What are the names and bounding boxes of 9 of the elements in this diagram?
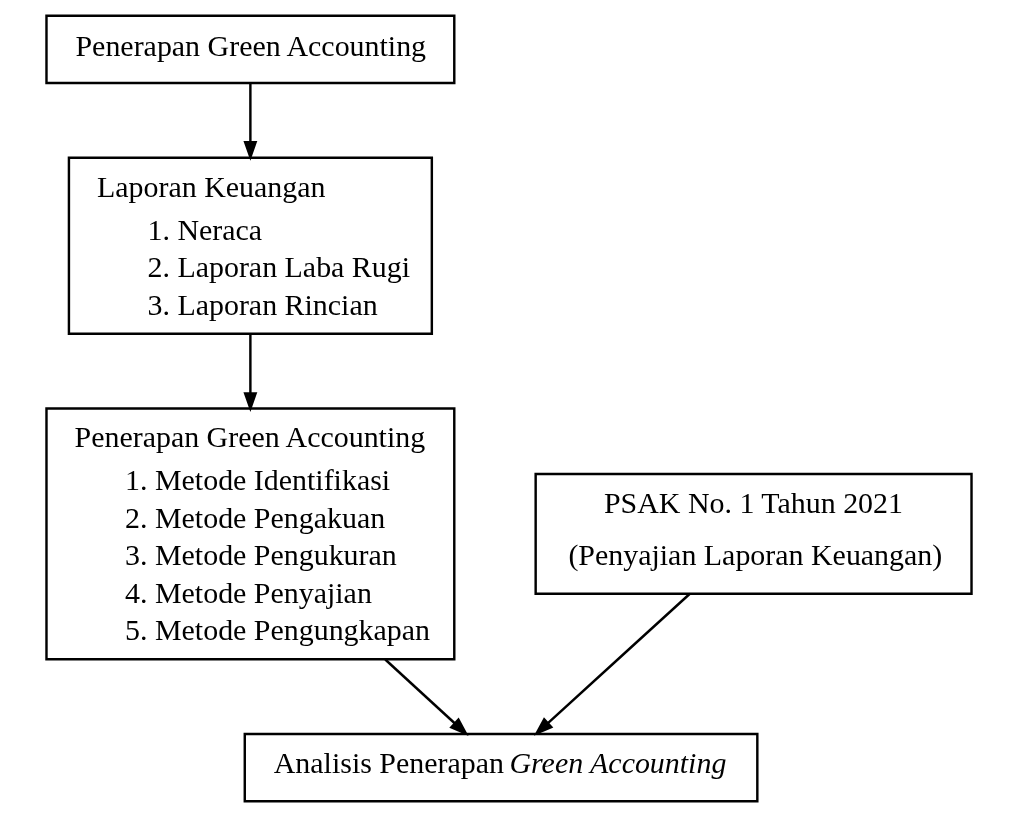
node-box: PSAK No. 1 Tahun 2021 (Penyajian Laporan Keuangan) <box>534 472 973 595</box>
node-box: Penerapan Green Accounting 1. Metode Identifikasi 2. Metode Pengakuan 3. Metode Pengukuran 4. Metode Penyajian 5. Metode Pengungkapan <box>45 407 456 661</box>
arrow <box>243 333 258 413</box>
node-box: Analisis Penerapan Green Accounting <box>243 732 759 803</box>
node-box: Penerapan Green Accounting <box>45 14 456 85</box>
arrow <box>533 592 691 736</box>
arrow <box>243 83 258 161</box>
arrow <box>384 658 469 736</box>
node-box: Laporan Keuangan 1. Neraca 2. Laporan Laba Rugi 3. Laporan Rincian <box>67 156 434 335</box>
